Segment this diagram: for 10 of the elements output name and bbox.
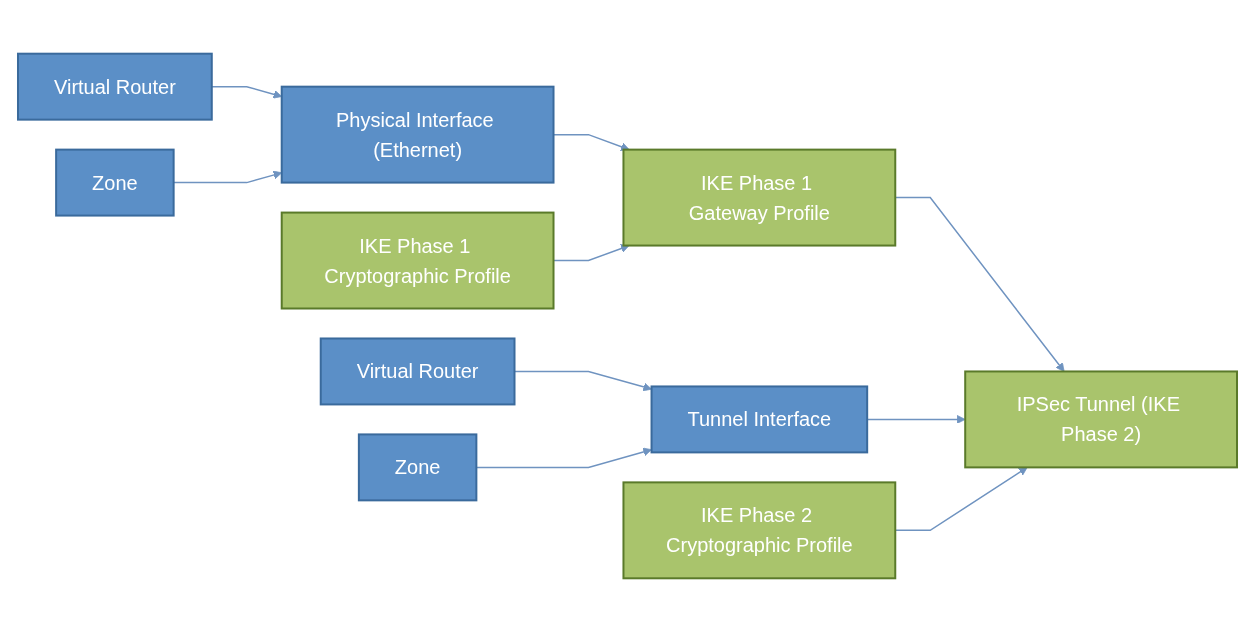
node-box: IKE Phase 1 Cryptographic Profile	[280, 211, 555, 310]
node-box: IKE Phase 2 Cryptographic Profile	[622, 481, 897, 580]
node-box: Virtual Router	[319, 337, 516, 406]
node-box: Physical Interface (Ethernet)	[280, 85, 555, 184]
node-box: IKE Phase 1 Gateway Profile	[622, 148, 897, 247]
node-box: Virtual Router	[17, 52, 213, 121]
node-box: Tunnel Interface	[650, 385, 869, 454]
node-box: Zone	[357, 433, 478, 502]
node-box: IPSec Tunnel (IKE Phase 2)	[964, 370, 1238, 469]
node-box: Zone	[55, 148, 175, 217]
